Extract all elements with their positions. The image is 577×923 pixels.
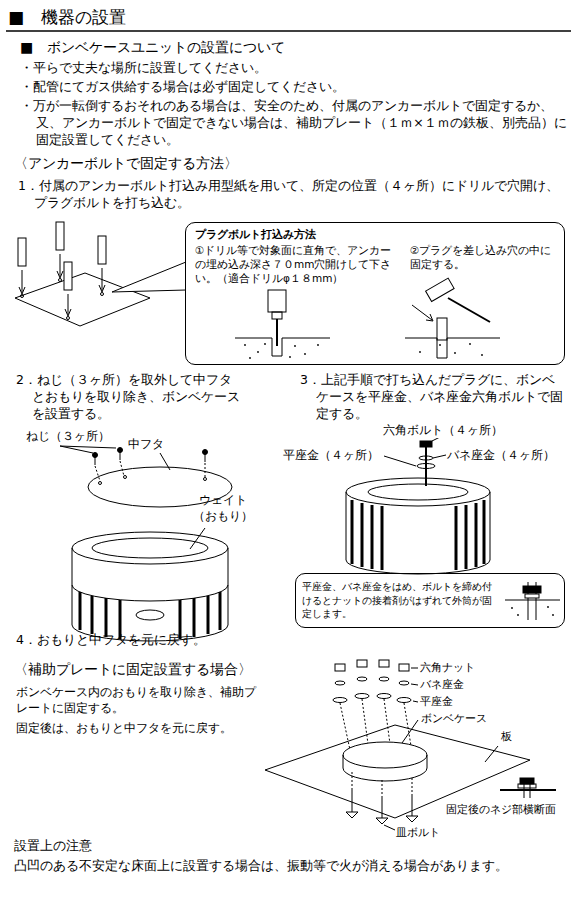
step-text: 3．上記手順で打ち込んだプラグに、ボンベケースを平座金、バネ座金六角ボルトで固定… [300, 372, 565, 423]
step-text: 2．ねじ（３ヶ所）を取外して中フタとおもりを取り除き、ボンベケースを設置する。 [16, 372, 244, 423]
part-label: ウェイト（おもり） [190, 492, 256, 524]
page-heading: ■ 機器の設置 [8, 6, 126, 29]
body-text: 固定後は、おもりと中フタを元に戻す。 [16, 720, 266, 736]
part-label: 板 [500, 730, 513, 745]
part-label: 皿ボルト [396, 826, 440, 841]
bullet-text: ・配管にてガス供給する場合は必ず固定してください。 [20, 79, 565, 96]
bullet-text: ・万が一転倒するおそれのある場合は、安全のため、付属のアンカーボルトで固定するか… [20, 98, 568, 149]
step-text: 4．おもりと中フタを元に戻す。 [16, 632, 206, 649]
part-label: 平座金（４ヶ所） [283, 447, 379, 463]
callout-text: ①ドリル等で対象面に直角で、アンカーの埋め込み深さ７０mm穴開けして下さい。（適… [195, 243, 400, 286]
callout-text: ②プラグを差し込み穴の中に固定する。 [410, 243, 558, 271]
part-label: 固定後のネジ部横断面 [446, 803, 556, 818]
part-label: ねじ（３ヶ所） [26, 428, 110, 444]
section-heading: ■ ボンベケースユニットの設置について [20, 38, 285, 57]
part-label: ボンベケース [420, 712, 488, 727]
part-label: バネ座金 [420, 678, 464, 693]
body-text: ボンベケース内のおもりを取り除き、補助プレートに固定する。 [16, 684, 261, 716]
part-label: 中フタ [128, 436, 164, 452]
callout-heading: プラグボルト打込み方法 [195, 228, 316, 243]
method-heading: 〈補助プレートに固定設置する場合〉 [14, 660, 252, 679]
step-text: 1．付属のアンカーボルト打込み用型紙を用いて、所定の位置（４ヶ所）にドリルで穴開… [18, 178, 566, 212]
callout-box: プラグボルト打込み方法①ドリル等で対象面に直角で、アンカーの埋め込み深さ７０mm… [185, 222, 565, 365]
part-label: 六角ナット [420, 661, 475, 676]
part-label: 六角ボルト（４ヶ所） [382, 422, 504, 438]
part-label: バネ座金（４ヶ所） [447, 447, 555, 463]
note-text: 平座金、バネ座金をはめ、ボルトを締め付けるとナットの接着剤がはずれて外筒が固定し… [302, 580, 500, 621]
part-label: 平座金 [420, 695, 453, 710]
note-heading: 設置上の注意 [14, 838, 92, 855]
bullet-text: ・平らで丈夫な場所に設置してください。 [20, 60, 565, 77]
note-text: 凸凹のある不安定な床面上に設置する場合は、振動等で火が消える場合があります。 [14, 858, 569, 875]
note-box: 平座金、バネ座金をはめ、ボルトを締め付けるとナットの接着剤がはずれて外筒が固定し… [295, 573, 565, 628]
method-heading: 〈アンカーボルトで固定する方法〉 [14, 154, 238, 173]
